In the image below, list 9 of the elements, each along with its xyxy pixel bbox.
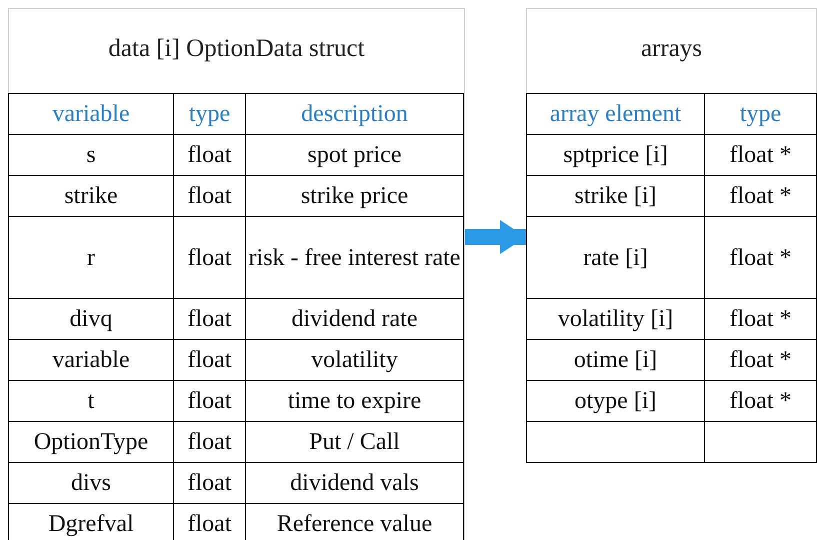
data-table xyxy=(526,8,817,461)
table-title: data [i] OptionData struct xyxy=(107,34,366,64)
column-header: variable xyxy=(8,93,174,135)
arrow xyxy=(465,220,526,254)
column-header: type xyxy=(704,93,817,135)
column-header: description xyxy=(245,93,464,135)
table-title: arrays xyxy=(640,34,704,64)
column-header: array element xyxy=(526,93,705,135)
data-table xyxy=(8,8,465,540)
